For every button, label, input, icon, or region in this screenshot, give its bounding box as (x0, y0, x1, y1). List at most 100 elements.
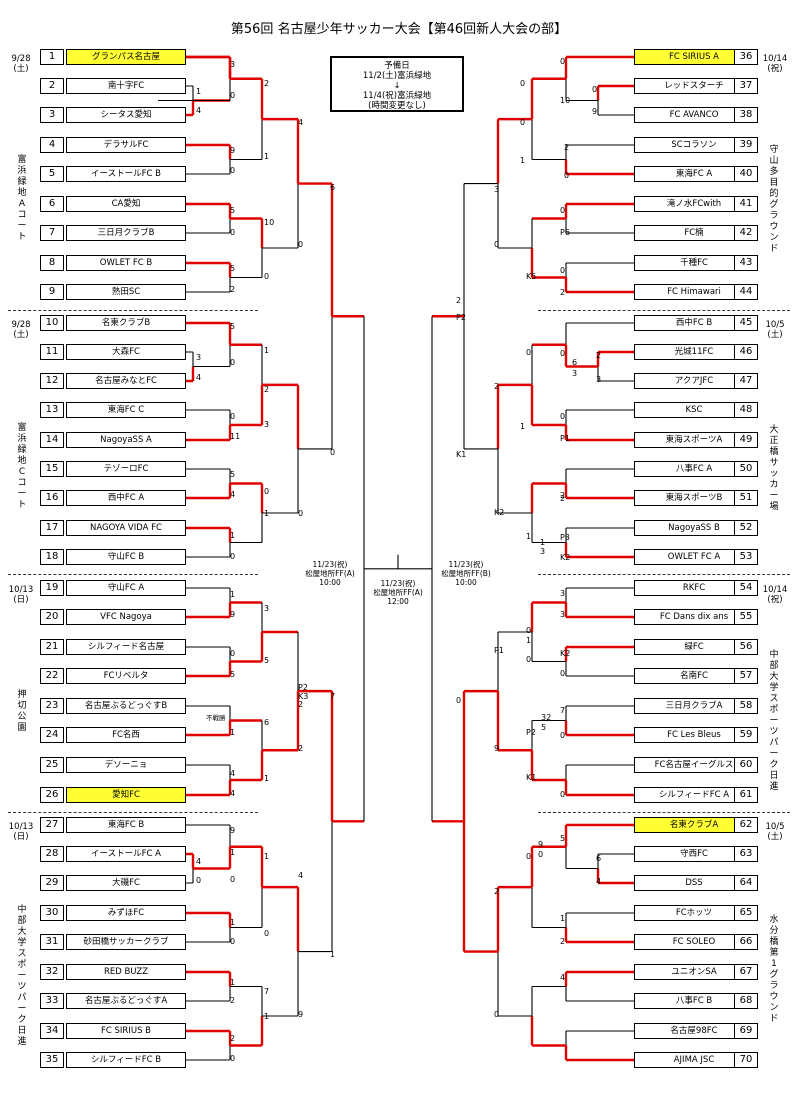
score-label: 0 (560, 790, 566, 799)
match-date: 10/13 (8, 585, 34, 595)
score-label: 0 (196, 876, 202, 885)
score-label: 0 (230, 91, 236, 100)
score-label: 0 (560, 57, 566, 66)
score-label: K2 (494, 508, 505, 517)
score-label: 0 (526, 626, 532, 635)
final-venue-date: 11/23(祝) (380, 579, 416, 588)
match-day: (土) (767, 330, 783, 340)
score-label: 3 (264, 604, 270, 613)
team-number: 19 (40, 580, 64, 596)
final-venue-time: 10:00 (455, 578, 477, 587)
score-label: 0 (230, 875, 236, 884)
score-label: 2 (264, 79, 270, 88)
team-number: 41 (734, 196, 758, 212)
team-name: みずほFC (66, 905, 186, 921)
team-number: 13 (40, 402, 64, 418)
score-label: 2 (560, 288, 566, 297)
score-label: 0 (456, 696, 462, 705)
score-label: 不戦勝 (206, 714, 226, 722)
team-name: シルフィードFC B (66, 1052, 186, 1068)
team-number: 16 (40, 490, 64, 506)
team-name: デラサルFC (66, 137, 186, 153)
score-label: 0 (560, 349, 566, 358)
match-day: (土) (13, 330, 29, 340)
score-label: 4 (196, 106, 202, 115)
team-name: VFC Nagoya (66, 609, 186, 625)
score-label: 0 (592, 85, 598, 94)
score-label: 5 (541, 723, 547, 732)
team-number: 47 (734, 373, 758, 389)
score-label: 0 (330, 448, 336, 457)
score-label: 5 (230, 206, 236, 215)
team-number: 33 (40, 993, 64, 1009)
score-label: 3 (560, 610, 566, 619)
team-number: 10 (40, 315, 64, 331)
score-label: 6 (572, 358, 578, 367)
team-number: 17 (40, 520, 64, 536)
team-number: 11 (40, 344, 64, 360)
team-name: 名古屋98FC (634, 1023, 754, 1039)
score-label: 4 (560, 973, 566, 982)
team-name: FC SIRIUS B (66, 1023, 186, 1039)
team-number: 34 (40, 1023, 64, 1039)
team-name: 東海FC A (634, 166, 754, 182)
team-number: 51 (734, 490, 758, 506)
section-divider (538, 812, 790, 813)
team-name: FCホッツ (634, 905, 754, 921)
team-number: 52 (734, 520, 758, 536)
team-name: シータス愛知 (66, 107, 186, 123)
team-number: 3 (40, 107, 64, 123)
score-label: 4 (230, 769, 236, 778)
reserve-note: (時間変更なし) (368, 101, 426, 111)
score-label: 2 (560, 491, 566, 500)
score-label: 1 (230, 590, 236, 599)
final-venue-time: 12:00 (387, 597, 409, 606)
score-label: 5 (230, 264, 236, 273)
score-label: 3 (494, 185, 500, 194)
team-number: 70 (734, 1052, 758, 1068)
match-date: 9/28 (11, 320, 31, 330)
team-name: OWLET FC B (66, 255, 186, 271)
team-name: FC名古屋イーグルス (634, 757, 754, 773)
match-day: (祝) (767, 595, 783, 605)
team-number: 7 (40, 225, 64, 241)
team-name: 名古屋みなとFC (66, 373, 186, 389)
score-label: 1 (230, 531, 236, 540)
match-date: 10/13 (8, 822, 34, 832)
score-label: 7 (560, 706, 566, 715)
score-label: 9 (538, 840, 544, 849)
match-day: (日) (13, 832, 29, 842)
score-label: 4 (230, 789, 236, 798)
section-divider (8, 574, 258, 575)
team-name: RED BUZZ (66, 964, 186, 980)
score-label: 0 (560, 731, 566, 740)
score-label: 2 (298, 700, 304, 709)
score-label: 0 (560, 266, 566, 275)
team-name: FC SIRIUS A (634, 49, 754, 65)
score-label: K1 (456, 450, 467, 459)
team-number: 64 (734, 875, 758, 891)
team-name: 大磯FC (66, 875, 186, 891)
score-label: 5 (264, 656, 270, 665)
score-label: P1 (560, 434, 570, 443)
venue-label: 守山多目的グラウンド (769, 145, 779, 254)
reserve-label: 予備日 (384, 61, 410, 71)
score-label: 6 (264, 718, 270, 727)
team-name: 熱田SC (66, 284, 186, 300)
score-label: 4 (230, 490, 236, 499)
section-divider (8, 812, 258, 813)
team-name: 西中FC A (66, 490, 186, 506)
team-number: 14 (40, 432, 64, 448)
score-label: 0 (560, 669, 566, 678)
team-number: 8 (40, 255, 64, 271)
score-label: 1 (520, 156, 526, 165)
score-label: K5 (526, 272, 537, 281)
team-number: 46 (734, 344, 758, 360)
section-divider (8, 310, 258, 311)
team-name: 愛知FC (66, 787, 186, 803)
venue-label: 水分橋第1グラウンド (769, 915, 779, 1024)
score-label: 0 (264, 487, 270, 496)
team-name: 大森FC (66, 344, 186, 360)
score-label: 1 (230, 728, 236, 737)
